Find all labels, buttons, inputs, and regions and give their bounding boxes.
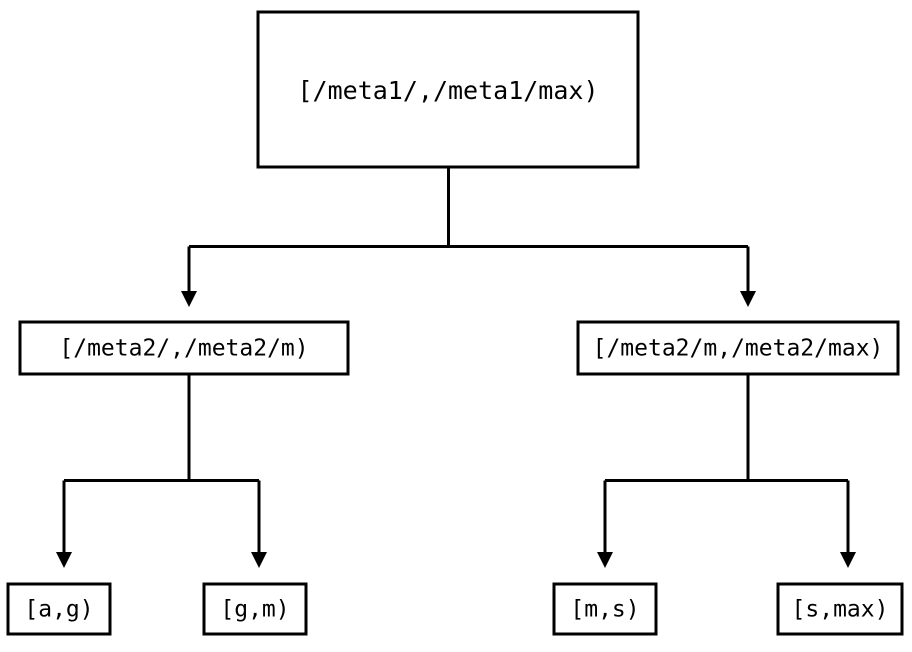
- arrow-head-icon-mid-right-to-leaf-4: [840, 552, 856, 568]
- edge-group-mid-left-to-leaves: [56, 374, 267, 568]
- arrow-head-icon-mid-left-to-leaf-2: [251, 552, 267, 568]
- node-leaf-3-label: [m,s): [570, 597, 639, 623]
- arrow-head-icon-root-to-mid-right: [740, 291, 756, 307]
- edge-group-root-to-mid: [181, 167, 756, 307]
- edge-group-mid-right-to-leaves: [597, 374, 856, 568]
- node-leaf-2-label: [g,m): [220, 597, 289, 623]
- node-leaf-4-label: [s,max): [792, 597, 889, 623]
- node-leaf-1[interactable]: [a,g): [6, 582, 112, 636]
- node-leaf-1-box[interactable]: [6, 582, 112, 636]
- node-leaf-1-label: [a,g): [24, 597, 93, 623]
- node-mid-right-box[interactable]: [576, 320, 900, 376]
- node-leaf-2[interactable]: [g,m): [202, 582, 308, 636]
- node-leaf-2-box[interactable]: [202, 582, 308, 636]
- arrow-head-icon-root-to-mid-left: [181, 291, 197, 307]
- node-mid-right-label: [/meta2/m,/meta2/max): [593, 336, 884, 362]
- arrow-head-icon-mid-left-to-leaf-1: [56, 552, 72, 568]
- node-leaf-3[interactable]: [m,s): [552, 582, 658, 636]
- node-root-box[interactable]: [256, 10, 640, 169]
- node-mid-left[interactable]: [/meta2/,/meta2/m): [18, 320, 350, 376]
- node-leaf-4[interactable]: [s,max): [776, 582, 904, 636]
- node-leaf-3-box[interactable]: [552, 582, 658, 636]
- node-root-label: [/meta1/,/meta1/max): [297, 76, 598, 105]
- node-mid-left-label: [/meta2/,/meta2/m): [59, 336, 308, 362]
- arrow-head-icon-mid-right-to-leaf-3: [597, 552, 613, 568]
- node-mid-left-box[interactable]: [18, 320, 350, 376]
- node-mid-right[interactable]: [/meta2/m,/meta2/max): [576, 320, 900, 376]
- node-root[interactable]: [/meta1/,/meta1/max): [256, 10, 640, 169]
- node-leaf-4-box[interactable]: [776, 582, 904, 636]
